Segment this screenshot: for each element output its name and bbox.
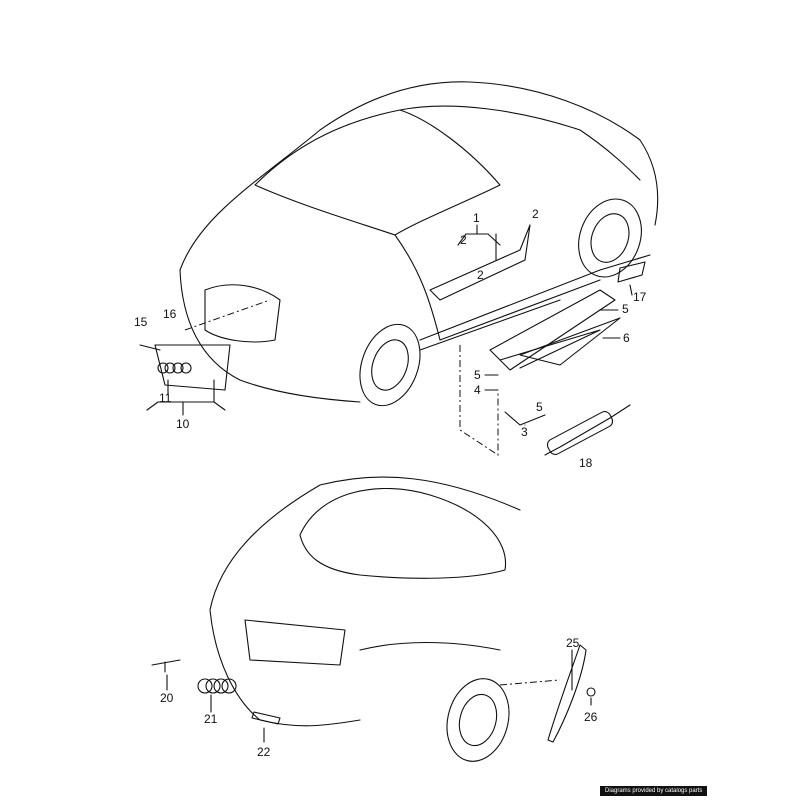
callout-5: 5 xyxy=(536,400,543,414)
callout-11: 11 xyxy=(159,391,172,405)
callout-2: 2 xyxy=(460,233,467,247)
callout-5: 5 xyxy=(622,302,629,316)
callout-5: 5 xyxy=(474,368,481,382)
callout-16: 16 xyxy=(163,307,177,321)
rear-car-drawing xyxy=(151,476,596,762)
callout-25: 25 xyxy=(566,636,580,650)
callout-labels: 1 2 2 2 17 5 6 5 4 5 3 18 15 16 11 10 25… xyxy=(134,207,647,759)
leader-lines xyxy=(146,224,633,743)
callout-2: 2 xyxy=(477,268,484,282)
callout-20: 20 xyxy=(160,691,174,705)
callout-4: 4 xyxy=(474,383,481,397)
callout-22: 22 xyxy=(257,745,271,759)
callout-1: 1 xyxy=(473,211,480,225)
callout-17: 17 xyxy=(633,290,647,304)
callout-3: 3 xyxy=(521,425,528,439)
callout-21: 21 xyxy=(204,712,218,726)
front-car-drawing xyxy=(139,81,659,456)
callout-15: 15 xyxy=(134,315,148,329)
watermark: Diagrams provided by catalogs parts xyxy=(600,786,708,796)
callout-6: 6 xyxy=(623,331,630,345)
callout-18: 18 xyxy=(579,456,593,470)
callout-26: 26 xyxy=(584,710,598,724)
callout-2: 2 xyxy=(532,207,539,221)
callout-10: 10 xyxy=(176,417,190,431)
